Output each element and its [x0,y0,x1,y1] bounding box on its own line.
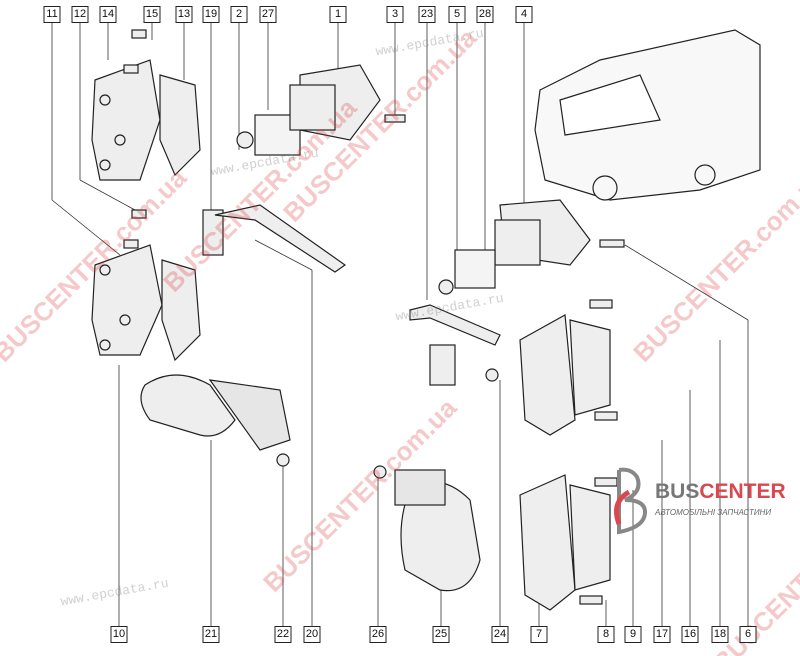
callout-label: 16 [681,626,699,643]
callout-label: 10 [110,626,128,643]
door-check-strap-right [409,304,501,386]
handle-inner-right [373,465,481,592]
callout-label: 3 [386,6,404,23]
callout-label: 25 [432,626,450,643]
callout-label: 5 [448,6,466,23]
callout-label: 24 [491,626,509,643]
callout-label: 17 [653,626,671,643]
callout-label: 11 [43,6,61,23]
callout-label: 9 [624,626,642,643]
callout-label: 6 [739,626,757,643]
callout-label: 21 [202,626,220,643]
callout-label: 15 [143,6,161,23]
callout-label: 18 [711,626,729,643]
lower-hinge-right [519,474,618,611]
callout-label: 26 [369,626,387,643]
handle-inner-left [140,374,291,467]
callout-label: 1 [329,6,347,23]
logo-mark-icon [614,467,647,535]
callout-label: 13 [175,6,193,23]
van-illustration [534,29,761,201]
callout-label: 14 [99,6,117,23]
callout-label: 12 [71,6,89,23]
callout-label: 27 [259,6,277,23]
callout-label: 19 [202,6,220,23]
upper-hinge-left [91,29,201,181]
callout-label: 7 [530,626,548,643]
callout-label: 22 [274,626,292,643]
handle-top [289,64,406,141]
callout-label: 20 [303,626,321,643]
callout-label: 8 [597,626,615,643]
callout-label: 23 [418,6,436,23]
upper-hinge-right [519,299,618,436]
handle-right [438,199,625,295]
lower-hinge-left [91,209,201,362]
callout-label: 2 [230,6,248,23]
logo-text: BUSCENTER [655,480,786,503]
callout-label: 4 [515,6,533,23]
callout-label: 28 [476,6,494,23]
logo-tagline: АВТОМОБІЛЬНІ ЗАПЧАСТИНИ [655,508,772,517]
